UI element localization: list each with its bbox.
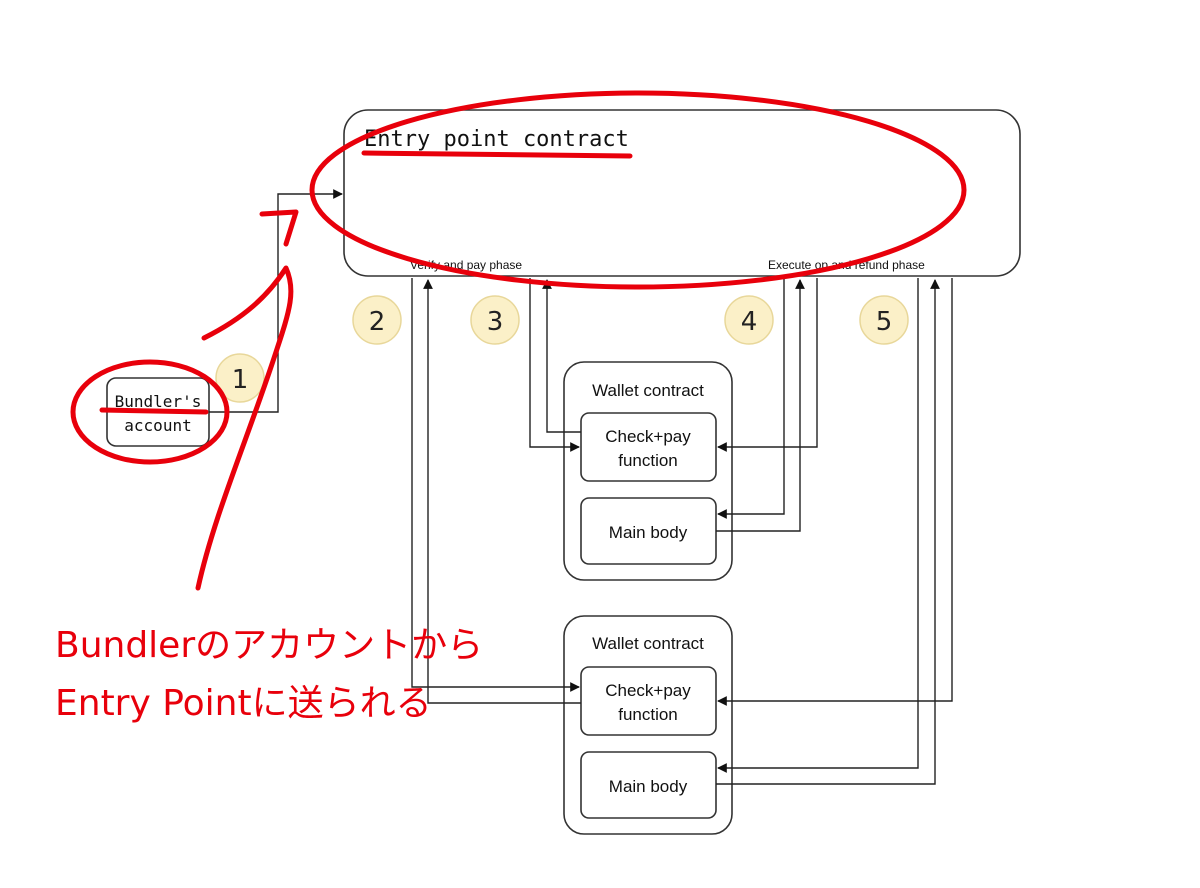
arrow-wallet2-check-to-entry	[423, 279, 581, 704]
annotation-line-2: Entry Pointに送られる	[55, 683, 432, 724]
annotation-line-1: Bundlerのアカウントから	[55, 625, 483, 666]
step-number-3: 3	[487, 307, 504, 337]
wallet-1-check-line1: Check+pay	[605, 427, 691, 446]
step-number-4: 4	[741, 307, 758, 337]
wallet-1-main-body: Main body	[609, 523, 688, 542]
arrow-entry-to-wallet1-main	[717, 278, 785, 519]
red-circle-bundler	[70, 359, 230, 465]
wallet-2-title: Wallet contract	[592, 634, 704, 653]
red-arrow-head	[259, 209, 299, 247]
wallet-2-main-body: Main body	[609, 777, 688, 796]
arrow-wallet1-main-to-entry	[716, 279, 805, 532]
wallet-2-check-line2: function	[618, 705, 678, 724]
red-underline-bundler	[99, 407, 209, 415]
step-number-2: 2	[369, 307, 386, 337]
wallet-2-check-line1: Check+pay	[605, 681, 691, 700]
connector-arrows	[209, 189, 953, 785]
arrow-wallet1-check-to-entry	[542, 279, 581, 433]
bundler-label-line2: account	[124, 416, 191, 435]
wallet-contract-1: Wallet contract Check+pay function Main …	[563, 361, 733, 581]
wallet-contract-2: Wallet contract Check+pay function Main …	[563, 615, 733, 835]
arrow-entry-to-wallet2-check-refund	[717, 278, 953, 706]
step-number-1: 1	[232, 365, 249, 395]
step-badge-2: 2	[352, 295, 402, 345]
red-underline-entry-title	[361, 150, 633, 159]
red-circle-entry-point	[309, 90, 967, 290]
step-badge-4: 4	[724, 295, 774, 345]
step-badge-5: 5	[859, 295, 909, 345]
wallet-1-title: Wallet contract	[592, 381, 704, 400]
arrow-entry-to-wallet1-check-refund	[717, 278, 818, 452]
arrow-entry-to-wallet2-check	[411, 278, 580, 692]
entry-point-title: Entry point contract	[364, 127, 629, 152]
red-annotations: Bundlerのアカウントから Entry Pointに送られる	[55, 90, 967, 724]
bundler-label-line1: Bundler's	[115, 392, 202, 411]
arrow-entry-to-wallet1-check	[529, 278, 580, 452]
arrow-entry-to-wallet2-main	[717, 278, 919, 773]
entry-point-contract: Entry point contract Verify and pay phas…	[343, 109, 1021, 277]
wallet-1-check-line2: function	[618, 451, 678, 470]
step-badge-1: 1	[215, 353, 265, 403]
step-number-5: 5	[876, 307, 893, 337]
red-arrow-stroke	[195, 265, 294, 591]
step-badge-3: 3	[470, 295, 520, 345]
arrow-wallet2-main-to-entry	[716, 279, 940, 785]
